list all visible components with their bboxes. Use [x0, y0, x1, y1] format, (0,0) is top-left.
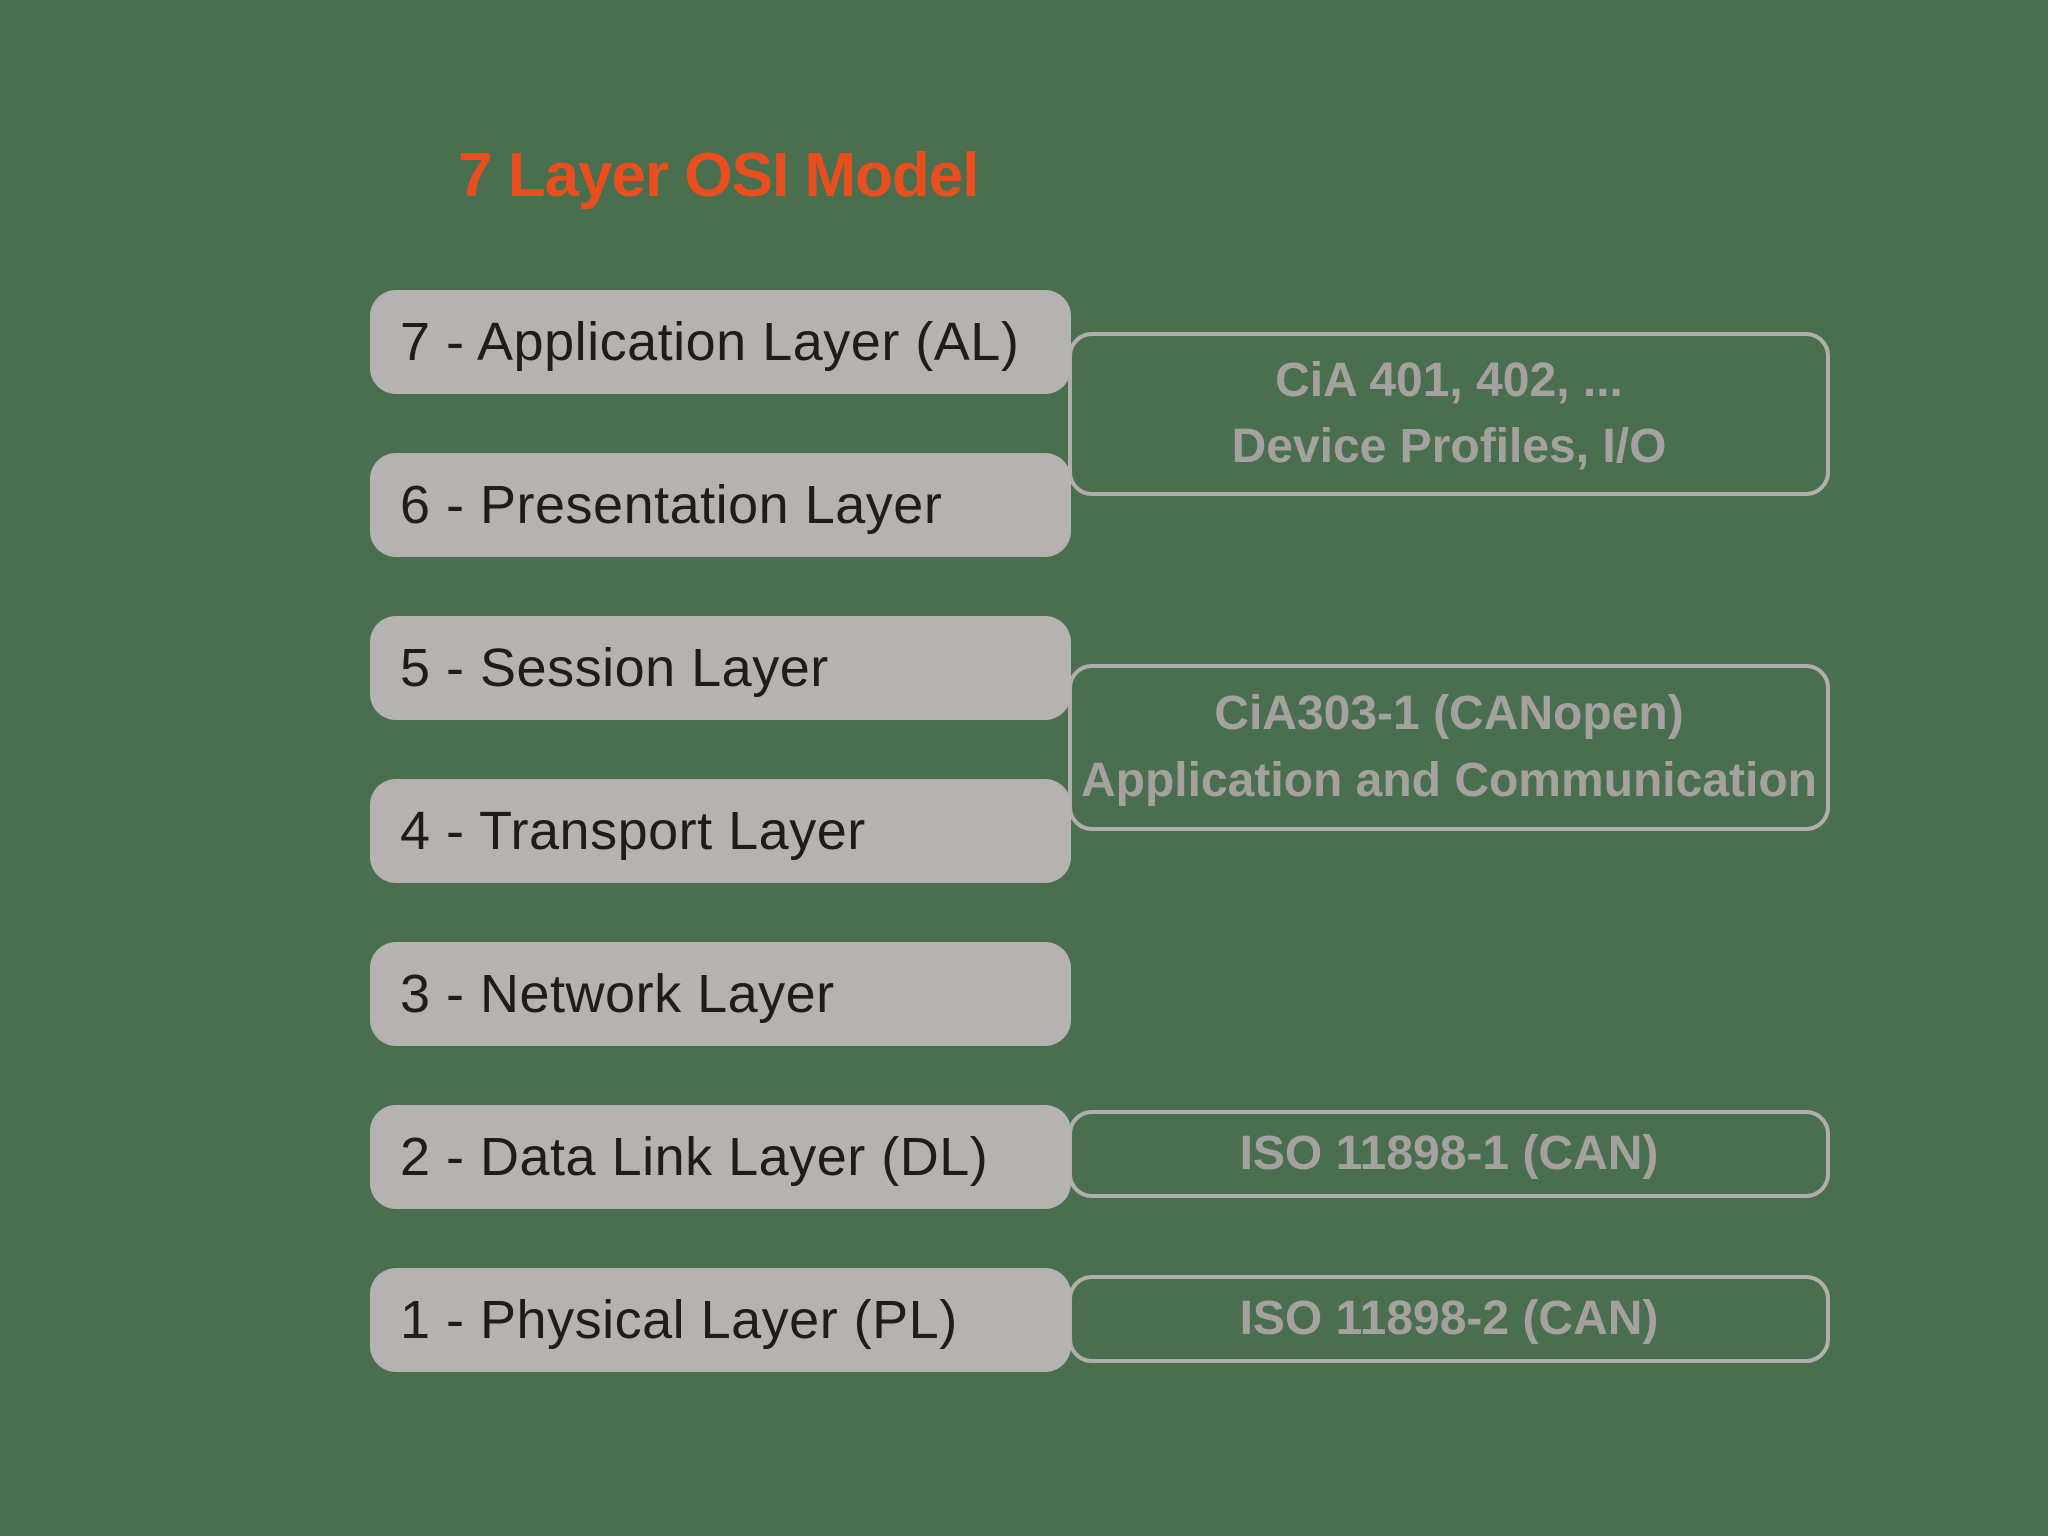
- protocol-box-iso11898-2-line: ISO 11898-2 (CAN): [1239, 1291, 1659, 1345]
- protocol-box-canopen-line-1: CiA303-1 (CANopen): [1214, 687, 1684, 741]
- osi-layer-label-3: 3 - Network Layer: [400, 964, 835, 1024]
- protocol-box-device-profiles-line-2: Device Profiles, I/O: [1231, 420, 1667, 473]
- protocol-box-canopen-line-2: Application and Communication: [1080, 753, 1817, 807]
- osi-layer-box-3-network: 3 - Network Layer: [370, 942, 1071, 1046]
- osi-layer-box-6-presentation: 6 - Presentation Layer: [370, 453, 1071, 557]
- osi-layer-label-4: 4 - Transport Layer: [400, 801, 866, 861]
- osi-layer-box-7-application: 7 - Application Layer (AL): [370, 290, 1071, 394]
- protocol-box-iso11898-1-line: ISO 11898-1 (CAN): [1239, 1126, 1659, 1180]
- protocol-box-device-profiles: CiA 401, 402, ... Device Profiles, I/O: [1068, 332, 1830, 496]
- protocol-box-device-profiles-line-1: CiA 401, 402, ...: [1275, 353, 1623, 407]
- osi-layer-box-2-datalink: 2 - Data Link Layer (DL): [370, 1105, 1071, 1209]
- osi-layer-box-4-transport: 4 - Transport Layer: [370, 779, 1071, 883]
- osi-layer-box-5-session: 5 - Session Layer: [370, 616, 1071, 720]
- osi-layer-label-1: 1 - Physical Layer (PL): [400, 1290, 958, 1350]
- osi-layer-box-1-physical: 1 - Physical Layer (PL): [370, 1268, 1071, 1372]
- diagram-title: 7 Layer OSI Model: [458, 141, 980, 210]
- protocol-box-iso11898-1: ISO 11898-1 (CAN): [1068, 1110, 1830, 1198]
- osi-layer-label-5: 5 - Session Layer: [400, 638, 829, 698]
- protocol-box-canopen: CiA303-1 (CANopen) Application and Commu…: [1068, 664, 1830, 831]
- osi-layer-label-2: 2 - Data Link Layer (DL): [400, 1127, 989, 1187]
- protocol-box-iso11898-2: ISO 11898-2 (CAN): [1068, 1275, 1830, 1363]
- osi-layer-label-7: 7 - Application Layer (AL): [400, 312, 1020, 372]
- osi-layer-label-6: 6 - Presentation Layer: [400, 475, 943, 535]
